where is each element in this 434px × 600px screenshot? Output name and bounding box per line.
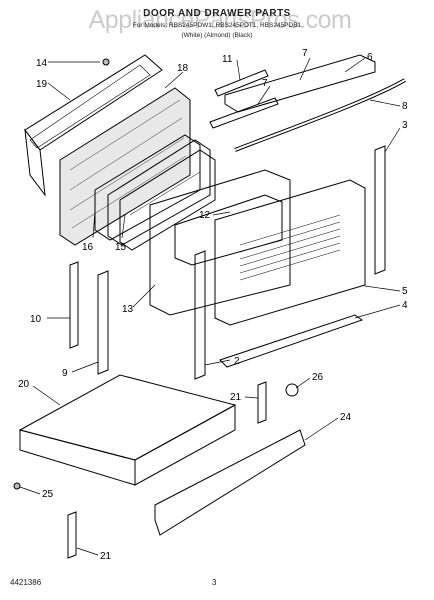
side-trim-right bbox=[374, 145, 386, 275]
color-variants-line: (White) (Almond) (Black) bbox=[181, 32, 253, 39]
vent-bracket bbox=[214, 69, 269, 97]
callout-20: 20 bbox=[18, 379, 30, 390]
callout-25: 25 bbox=[42, 489, 54, 500]
callout-4: 4 bbox=[402, 300, 408, 311]
callout-7: 7 bbox=[262, 78, 268, 89]
drawer-pan bbox=[18, 374, 237, 486]
callout-21-lower: 21 bbox=[100, 551, 112, 562]
drawer-glide bbox=[257, 381, 267, 424]
drawer-glide-lower bbox=[67, 511, 77, 559]
door-hinge bbox=[69, 261, 79, 349]
callout-11: 11 bbox=[222, 54, 233, 65]
callout-14: 14 bbox=[36, 58, 48, 69]
drawer-roller bbox=[285, 383, 299, 397]
watermark-text: AppliancePartsPros.com bbox=[88, 6, 352, 34]
callout-10: 10 bbox=[30, 314, 42, 325]
inner-door-liner bbox=[149, 169, 291, 316]
callout-2: 2 bbox=[234, 356, 240, 367]
callout-6: 6 bbox=[367, 52, 373, 63]
callout-3: 3 bbox=[402, 120, 408, 131]
document-number: 4421386 bbox=[10, 578, 42, 587]
callout-18: 18 bbox=[177, 63, 189, 74]
callout-12: 12 bbox=[199, 210, 211, 221]
page-number: 3 bbox=[212, 578, 217, 587]
part-callouts: 14 19 18 11 7 6 7 8 3 16 15 12 13 10 9 2… bbox=[18, 48, 408, 562]
callout-15: 15 bbox=[115, 242, 127, 253]
models-line: For Models: RBS245PDW1, RBS245PDT1, RBS2… bbox=[132, 22, 302, 29]
oven-window bbox=[174, 194, 283, 266]
drawer-front bbox=[154, 429, 306, 536]
side-trim-left bbox=[194, 250, 206, 380]
callout-8: 8 bbox=[402, 101, 408, 112]
callout-5: 5 bbox=[402, 286, 408, 297]
door-top-trim bbox=[224, 54, 376, 113]
outer-door-frame bbox=[24, 54, 163, 197]
callout-7-top: 7 bbox=[302, 48, 308, 59]
callout-21: 21 bbox=[230, 392, 242, 403]
door-insulation bbox=[59, 87, 191, 246]
callout-13: 13 bbox=[122, 304, 134, 315]
page-title: DOOR AND DRAWER PARTS bbox=[143, 8, 291, 19]
hinge-channel bbox=[97, 270, 109, 375]
main-door-panel bbox=[214, 179, 366, 326]
callout-9: 9 bbox=[62, 368, 68, 379]
callout-19: 19 bbox=[36, 79, 48, 90]
door-bottom-trim bbox=[219, 314, 364, 368]
callout-24: 24 bbox=[340, 412, 352, 423]
callout-16: 16 bbox=[82, 242, 94, 253]
callout-26: 26 bbox=[312, 372, 324, 383]
